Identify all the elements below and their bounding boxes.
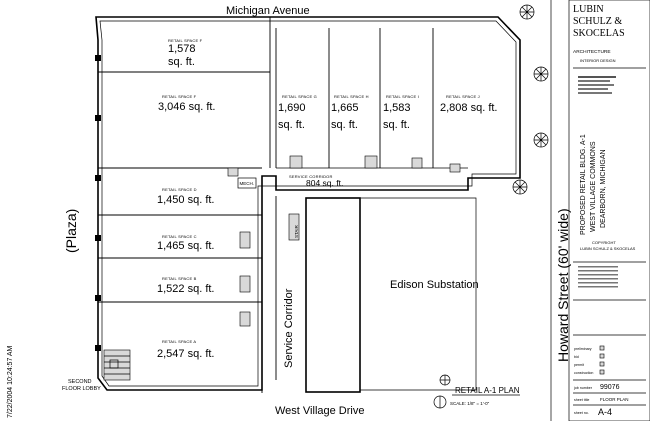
field-label: construction bbox=[574, 371, 593, 375]
sheet-title-label: sheet title bbox=[574, 398, 589, 402]
stair-label: STAIR bbox=[294, 224, 299, 238]
space-area: 1,690 bbox=[278, 102, 306, 114]
discipline-1: ARCHITECTURE bbox=[573, 49, 611, 55]
project-line-3: DEARBORN, MICHIGAN bbox=[600, 149, 607, 228]
service-corridor-name: SERVICE CORRIDOR bbox=[289, 174, 333, 179]
copyright-holder: LUBIN SCHULZ & SKOCELAS bbox=[580, 246, 636, 251]
space-name: RETAIL SPACE J bbox=[446, 94, 480, 99]
mech-label: MECH. bbox=[240, 181, 255, 186]
space-name: RETAIL SPACE G bbox=[282, 94, 317, 99]
job-number: 99076 bbox=[600, 384, 620, 391]
plaza-label: (Plaza) bbox=[63, 209, 79, 253]
space-name: RETAIL SPACE H bbox=[334, 94, 369, 99]
space-unit: sq. ft. bbox=[168, 56, 195, 68]
street-label-north: Michigan Avenue bbox=[226, 5, 310, 17]
space-area: 2,808 sq. ft. bbox=[440, 102, 497, 114]
plan-title: RETAIL A-1 PLAN bbox=[455, 386, 520, 395]
space-area: 1,583 bbox=[383, 102, 411, 114]
space-unit: sq. ft. bbox=[331, 119, 358, 131]
fixtures bbox=[227, 155, 461, 327]
space-name: RETAIL SPACE I bbox=[386, 94, 419, 99]
timestamp: 7/22/2004 10:24:57 AM bbox=[7, 345, 14, 418]
corridor-label: Service Corridor bbox=[283, 288, 295, 368]
lobby-label-2: FLOOR LOBBY bbox=[62, 386, 101, 392]
firm-name-3: SKOCELAS bbox=[573, 28, 625, 39]
building-outline-inner bbox=[99, 20, 517, 387]
space-name: RETAIL SPACE D bbox=[162, 187, 197, 192]
project-line-1: PROPOSED RETAIL BLDG. A-1 bbox=[580, 134, 587, 235]
street-label-east: Howard Street (60' wide) bbox=[555, 208, 571, 362]
space-name: RETAIL SPACE B bbox=[162, 276, 197, 281]
substation-site bbox=[306, 197, 477, 391]
space-area: 2,547 sq. ft. bbox=[157, 348, 214, 360]
copyright-label: COPYRIGHT bbox=[592, 240, 616, 245]
space-area: 1,465 sq. ft. bbox=[157, 240, 214, 252]
field-label: permit bbox=[574, 363, 584, 367]
west-columns bbox=[95, 55, 101, 351]
firm-name-2: SCHULZ & bbox=[573, 16, 622, 27]
space-area: 3,046 sq. ft. bbox=[158, 101, 215, 113]
space-unit: sq. ft. bbox=[383, 119, 410, 131]
plan-scale: SCALE: 1/8" = 1'-0" bbox=[450, 401, 490, 406]
discipline-2: INTERIOR DESIGN bbox=[580, 58, 616, 63]
service-corridor-area: 804 sq. ft. bbox=[306, 178, 343, 188]
space-area: 1,522 sq. ft. bbox=[157, 283, 214, 295]
tree-icons bbox=[439, 4, 549, 386]
substation-structure bbox=[305, 197, 361, 393]
field-label: bid bbox=[574, 355, 579, 359]
space-unit: sq. ft. bbox=[278, 119, 305, 131]
street-label-south: West Village Drive bbox=[275, 405, 364, 417]
space-area: 1,665 bbox=[331, 102, 359, 114]
space-area: 1,578 bbox=[168, 43, 196, 55]
sheet-title: FLOOR PLAN bbox=[600, 397, 629, 402]
sheet-number-label: sheet no. bbox=[574, 411, 589, 415]
substation-label: Edison Substation bbox=[390, 279, 479, 291]
lobby-label-1: SECOND bbox=[68, 379, 92, 385]
project-line-2: WEST VILLAGE COMMONS bbox=[590, 141, 597, 232]
space-area: 1,450 sq. ft. bbox=[157, 194, 214, 206]
firm-name-1: LUBIN bbox=[573, 4, 604, 15]
space-name: RETAIL SPACE C bbox=[162, 234, 197, 239]
building-outline bbox=[95, 16, 521, 391]
space-name: RETAIL SPACE F bbox=[168, 38, 203, 43]
job-number-label: job number bbox=[573, 386, 593, 390]
title-block: LUBIN SCHULZ & SKOCELAS ARCHITECTURE INT… bbox=[568, 0, 650, 421]
space-name: RETAIL SPACE A bbox=[162, 339, 196, 344]
field-label: preliminary bbox=[574, 347, 592, 351]
space-name: RETAIL SPACE F bbox=[162, 94, 197, 99]
second-floor-lobby bbox=[103, 349, 131, 381]
mech-room bbox=[237, 177, 257, 189]
sheet-number: A-4 bbox=[598, 407, 612, 417]
